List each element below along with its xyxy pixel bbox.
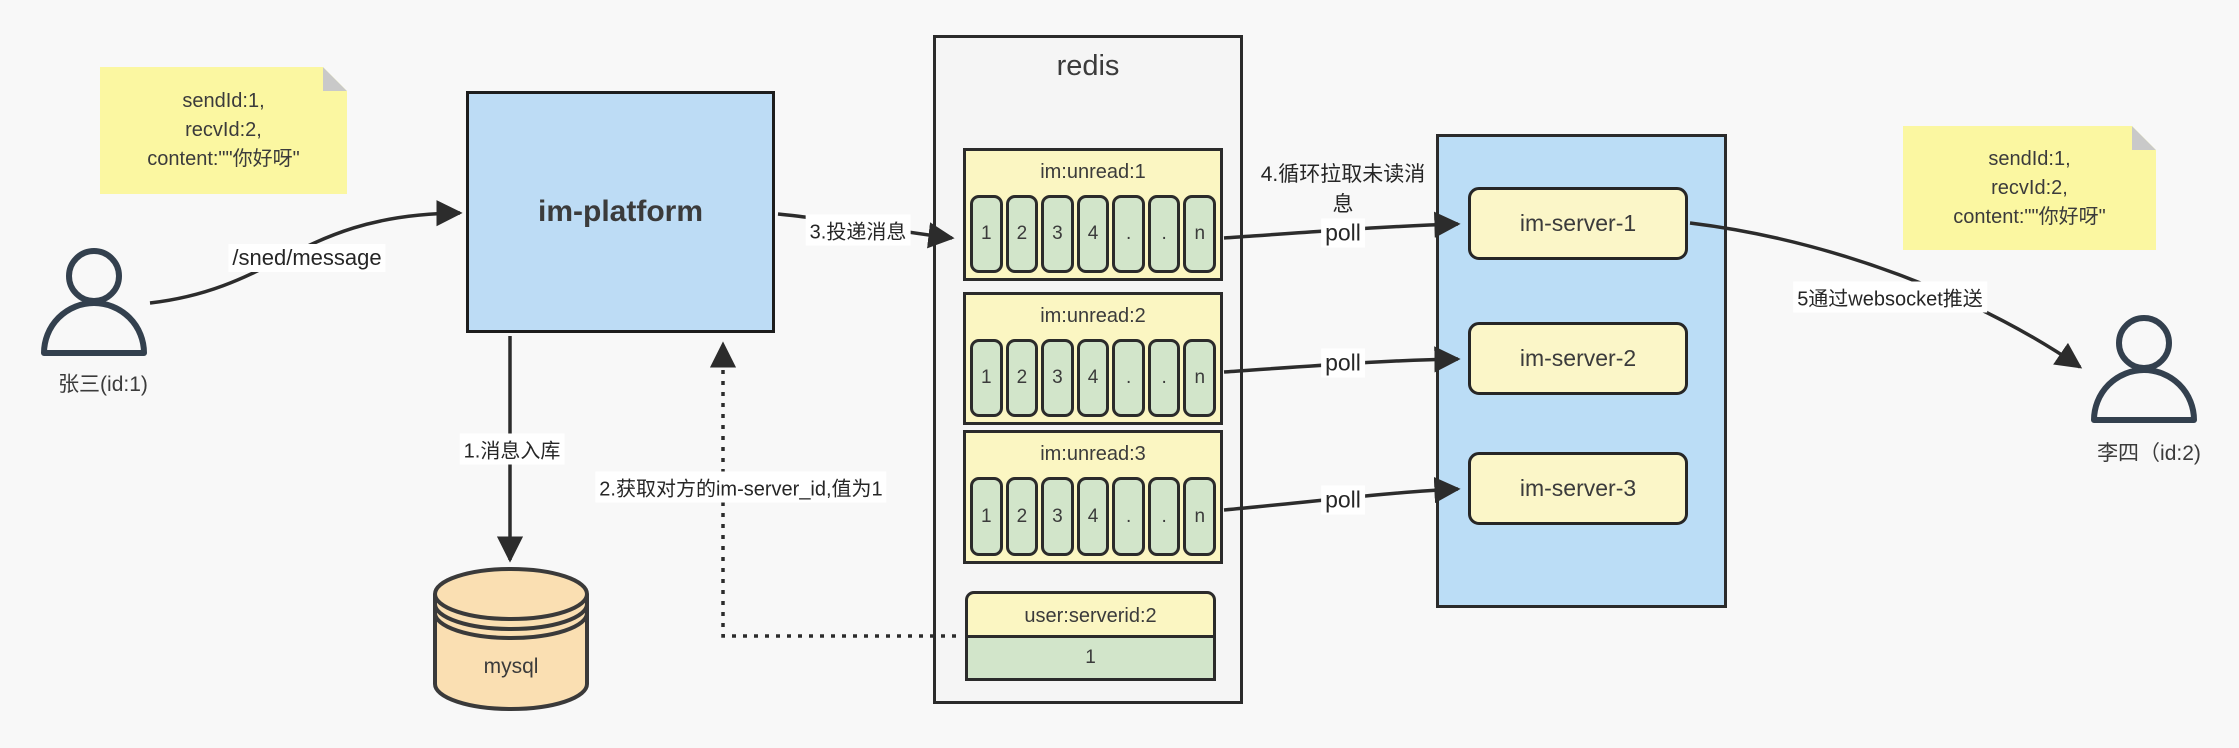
redis-cell: 2 [1005,195,1039,273]
edge-label-step2: 2.获取对方的im-server_id,值为1 [595,471,887,503]
edge-label-step3: 3.投递消息 [805,214,911,246]
redis-cell: 2 [1005,339,1039,417]
redis-kv-user-serverid: user:serverid:2 1 [965,591,1216,681]
redis-list-cells: 1 2 3 4 . . n [970,195,1217,273]
edge-label-poll-3: poll [1321,485,1365,515]
note-line: sendId:1, [182,90,265,112]
note-text: sendId:1, recvId:2, content:""你好呀" [1953,145,2105,232]
redis-list-header: im:unread:2 [1040,305,1146,327]
mysql-label: mysql [484,655,539,678]
edge-label-send-api: /sned/message [228,244,386,272]
receiver-label: 李四（id:2) [2097,442,2201,465]
edge-label-poll-2: poll [1321,348,1365,378]
edge-label-step5: 5通过websocket推送 [1793,281,1987,313]
redis-kv-value: 1 [965,638,1216,681]
im-platform-box: im-platform [466,91,775,333]
mysql-database-icon: mysql [433,567,589,711]
redis-cell: 3 [1041,339,1074,417]
redis-list-header: im:unread:1 [1040,161,1146,183]
edge-label-poll-1: poll [1321,218,1365,248]
redis-cell: . [1112,339,1145,417]
redis-cell: . [1147,195,1181,273]
redis-cell: n [1183,195,1217,273]
sender-label: 张三(id:1) [58,373,148,396]
note-line: recvId:2, [185,119,262,141]
redis-list-unread-3: im:unread:3 1 2 3 4 . . n [963,430,1223,564]
redis-cell: n [1183,339,1217,417]
im-server-label: im-server-1 [1519,210,1637,236]
sticky-note-right: sendId:1, recvId:2, content:""你好呀" [1903,126,2156,250]
note-line: recvId:2, [1991,176,2068,199]
redis-cell: 2 [1005,477,1039,556]
note-fold-icon [323,67,347,91]
redis-cell: 1 [970,477,1003,556]
edge-label-step1: 1.消息入库 [459,433,565,465]
im-server-1-box: im-server-1 [1468,187,1688,260]
note-line: content:""你好呀" [147,148,300,170]
redis-cell: 3 [1041,195,1074,273]
redis-cell: 4 [1076,339,1110,417]
sticky-note-left: sendId:1, recvId:2, content:""你好呀" [100,67,347,194]
note-fold-icon [2132,126,2156,150]
redis-cell: . [1147,477,1181,556]
redis-cell: 3 [1041,477,1074,556]
redis-cell: . [1112,477,1145,556]
im-server-label: im-server-2 [1519,345,1637,371]
edge-label-step4: 4.循环拉取未读消息 [1260,163,1426,216]
user-icon-sender [41,248,147,356]
redis-list-header: im:unread:3 [1040,443,1146,465]
redis-list-unread-1: im:unread:1 1 2 3 4 . . n [963,148,1223,281]
user-icon-receiver [2091,315,2197,423]
redis-cell: 1 [970,339,1003,417]
note-line: content:""你好呀" [1953,205,2106,228]
redis-cell: 1 [970,195,1003,273]
redis-cell: . [1112,195,1145,273]
im-server-2-box: im-server-2 [1468,322,1688,395]
redis-list-cells: 1 2 3 4 . . n [970,339,1217,417]
redis-kv-header: user:serverid:2 [965,591,1216,638]
im-server-label: im-server-3 [1519,475,1637,501]
note-text: sendId:1, recvId:2, content:""你好呀" [147,87,299,174]
redis-panel: redis im:unread:1 1 2 3 4 . . n im:unrea… [933,35,1243,704]
redis-cell: . [1147,339,1181,417]
im-server-3-box: im-server-3 [1468,452,1688,525]
redis-cell: 4 [1076,195,1110,273]
redis-cell: n [1183,477,1217,556]
redis-title: redis [1056,50,1120,82]
note-line: sendId:1, [1988,147,2071,170]
redis-list-cells: 1 2 3 4 . . n [970,477,1217,556]
redis-cell: 4 [1076,477,1110,556]
redis-list-unread-2: im:unread:2 1 2 3 4 . . n [963,292,1223,425]
im-platform-label: im-platform [538,195,703,228]
